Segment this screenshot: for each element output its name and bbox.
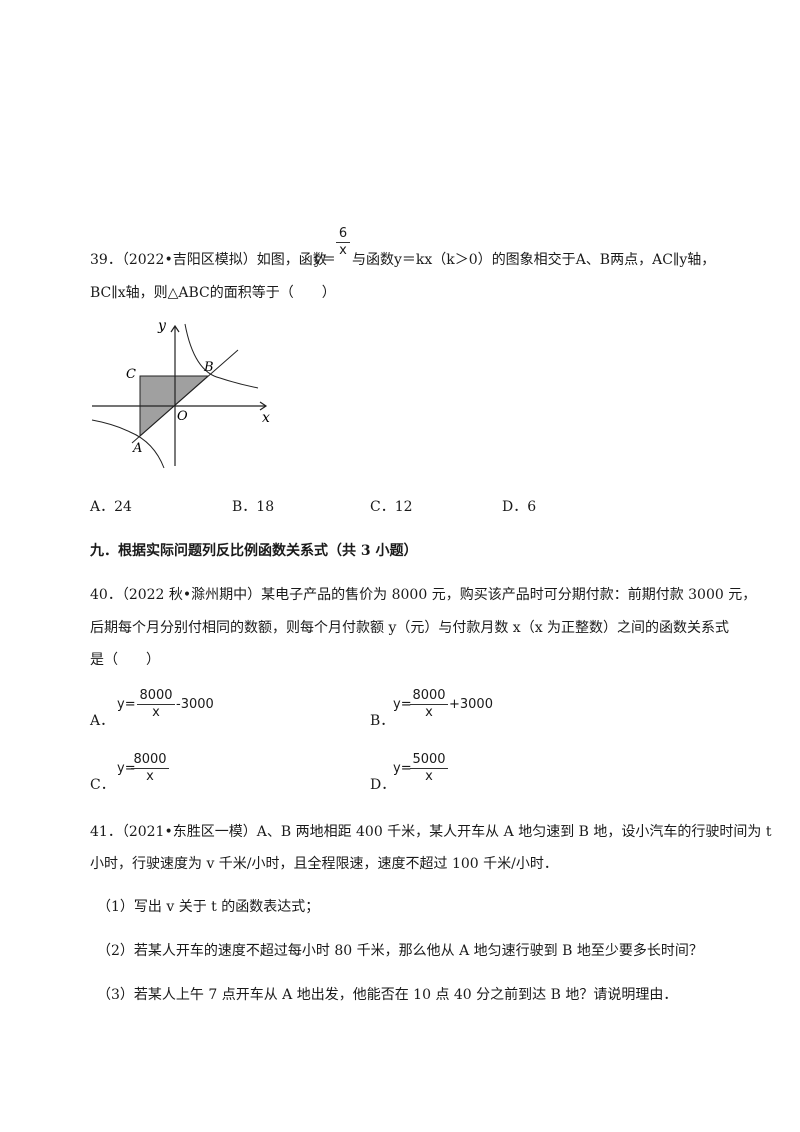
q39-option-c: C．12 bbox=[370, 499, 413, 515]
q40-option-d-numerator: 5000 bbox=[410, 752, 448, 769]
q40-option-a-tail: -3000 bbox=[176, 697, 214, 712]
q39-ab: A、B bbox=[575, 252, 611, 268]
q40-option-a-y: y= bbox=[117, 697, 136, 712]
q40-option-a-fraction: 8000 x bbox=[137, 688, 175, 721]
q39-y-equals: y＝ bbox=[314, 252, 336, 268]
q41-part-1: （1）写出 v 关于 t 的函数表达式； bbox=[97, 899, 320, 915]
q40-option-c-y: y= bbox=[117, 761, 136, 776]
graph-label-c: C bbox=[126, 367, 136, 382]
q39-option-d: D．6 bbox=[502, 499, 537, 515]
q41-number: 41． bbox=[90, 824, 122, 840]
q39-mid: 与函数 bbox=[352, 252, 394, 268]
line-y-kx bbox=[131, 349, 239, 444]
q40-option-d-label: D． bbox=[370, 777, 396, 793]
q39-ac-parallel: AC∥y轴， bbox=[652, 252, 716, 268]
q41-text1: （2021•东胜区一模）A、B 两地相距 400 千米，某人开车从 A 地匀速到… bbox=[121, 824, 772, 840]
q41-line2: 小时，行驶速度为 v 千米/小时，且全程限速，速度不超过 100 千米/小时． bbox=[90, 856, 558, 872]
q39-fraction-denominator: x bbox=[339, 243, 347, 258]
q39-line2: BC∥x轴，则△ABC的面积等于（ ） bbox=[90, 285, 336, 301]
q41-part-2: （2）若某人开车的速度不超过每小时 80 千米，那么他从 A 地匀速行驶到 B … bbox=[97, 943, 703, 959]
q40-option-a-numerator: 8000 bbox=[137, 688, 175, 705]
q39-graph: y x C B O A bbox=[91, 318, 270, 469]
graph-label-b: B bbox=[203, 360, 214, 375]
q39-fraction: 6 x bbox=[336, 226, 350, 259]
q40-line1: 40．（2022 秋•滁州期中）某电子产品的售价为 8000 元，购买该产品时可… bbox=[90, 584, 756, 604]
q39-option-b: B．18 bbox=[232, 499, 275, 515]
q40-line2: 后期每个月分别付相同的数额，则每个月付款额 y（元）与付款月数 x（x 为正整数… bbox=[90, 620, 730, 636]
q40-line3: 是（ ） bbox=[90, 652, 160, 668]
q40-option-b-fraction: 8000 x bbox=[410, 688, 448, 721]
q40-option-b-tail: +3000 bbox=[449, 697, 493, 712]
y-axis-arrow-icon bbox=[170, 324, 180, 333]
q39-second-function: y＝kx（k＞0） bbox=[394, 252, 492, 268]
q39-fraction-numerator: 6 bbox=[336, 226, 350, 243]
q41-part-3: （3）若某人上午 7 点开车从 A 地出发，他能否在 10 点 40 分之前到达… bbox=[97, 987, 678, 1003]
graph-label-o: O bbox=[177, 409, 188, 424]
q40-option-d-y: y= bbox=[393, 761, 412, 776]
q40-option-a-label: A． bbox=[90, 713, 115, 729]
q39-tail2: 两点， bbox=[610, 252, 653, 268]
q40-option-c-denominator: x bbox=[146, 769, 154, 784]
q40-number: 40． bbox=[90, 587, 122, 603]
section-9-heading: 九．根据实际问题列反比例函数关系式（共 3 小题） bbox=[90, 543, 418, 559]
q41-line1: 41．（2021•东胜区一模）A、B 两地相距 400 千米，某人开车从 A 地… bbox=[90, 821, 771, 841]
graph-label-x: x bbox=[262, 410, 270, 426]
q40-option-d-denominator: x bbox=[425, 769, 433, 784]
q40-text1: （2022 秋•滁州期中）某电子产品的售价为 8000 元，购买该产品时可分期付… bbox=[121, 587, 757, 603]
q40-option-b-denominator: x bbox=[425, 705, 433, 720]
q39-source: （2022•吉阳区模拟）如图，函数 bbox=[121, 252, 327, 268]
graph-label-a: A bbox=[132, 441, 142, 456]
q40-option-b-numerator: 8000 bbox=[410, 688, 448, 705]
q40-option-a-denominator: x bbox=[152, 705, 160, 720]
hyperbola-branch-1 bbox=[184, 323, 259, 389]
hyperbola-branch-3 bbox=[91, 419, 165, 469]
q40-option-c-label: C． bbox=[90, 777, 115, 793]
q40-option-d-fraction: 5000 x bbox=[410, 752, 448, 785]
q40-option-c-fraction: 8000 x bbox=[131, 752, 169, 785]
q40-option-b-label: B． bbox=[370, 713, 395, 729]
q39-number: 39． bbox=[90, 252, 122, 268]
q39-line1: 39．（2022•吉阳区模拟）如图，函数 bbox=[90, 249, 327, 269]
x-axis-arrow-icon bbox=[259, 401, 268, 411]
q40-option-c-numerator: 8000 bbox=[131, 752, 169, 769]
q40-option-b-y: y= bbox=[393, 697, 412, 712]
q39-line1-rest: 与函数y＝kx（k＞0）的图象相交于A、B两点，AC∥y轴， bbox=[352, 249, 715, 269]
q39-option-a: A．24 bbox=[90, 499, 132, 515]
graph-label-y: y bbox=[157, 318, 167, 334]
q39-tail: 的图象相交于 bbox=[491, 252, 576, 268]
